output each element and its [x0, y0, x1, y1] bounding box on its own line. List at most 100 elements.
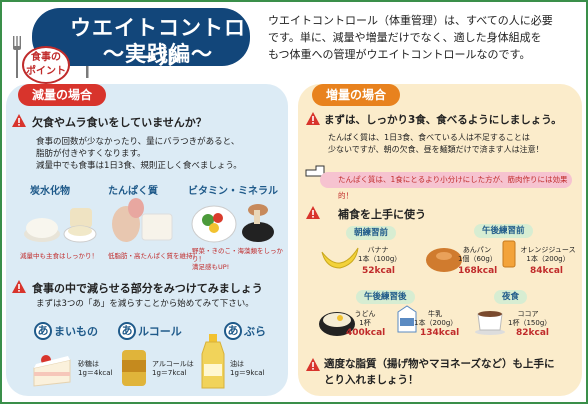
warning-icon [306, 206, 320, 219]
intro-text: ウエイトコントロール（体重管理）は、すべての人に必要 です。単に、減量や増量だけ… [268, 12, 580, 63]
title-banner: ウエイトコントロール 〜実践編〜 [32, 8, 250, 70]
food-line: うどん [354, 310, 376, 318]
protein-tip-box: たんぱく質は、1食にとるより小分けにした方が、筋肉作りには効果的！ [320, 172, 572, 200]
warning-icon [306, 358, 320, 371]
oil-bottle-image [201, 334, 225, 389]
before-afternoon-tag: 午後練習前 [474, 224, 533, 238]
food-line: オレンジジュース [520, 246, 576, 254]
meal-point-badge: 食事の ポイント [22, 46, 70, 84]
text-line: 減量中でも食事は1日3食、規則正しく食べましょう。 [36, 161, 242, 171]
food-line: 1本（100g） [358, 255, 402, 263]
oil-label: ぶら [244, 325, 266, 338]
intro-line-1: ウエイトコントロール（体重管理）は、すべての人に必要 [268, 14, 553, 27]
category-carbohydrate: 炭水化物 [30, 186, 70, 197]
milk-carton-image [397, 305, 417, 333]
vegetable-foods-image [191, 204, 274, 243]
carbohydrate-note: 減量中も主食はしっかり！ [20, 252, 98, 260]
food-line: バナナ [367, 246, 389, 254]
banana-image [321, 247, 359, 269]
text-line: 食事の回数が少なかったり、量にバラつきがあると、 [36, 137, 240, 147]
a-char-sweets: あ [34, 322, 52, 340]
cocoa-name: ココア 1杯（150g） [508, 310, 552, 328]
food-line: 1本（200g） [414, 319, 458, 327]
reduce-parts-heading: 食事の中で減らせる部分をみつけてみましょう [32, 282, 263, 295]
banana-kcal: 52kcal [362, 266, 396, 276]
text-line: 脂肪が付きやすくなります。 [36, 149, 146, 159]
cocoa-kcal: 82kcal [516, 328, 550, 338]
milk-kcal: 134kcal [420, 328, 460, 338]
page-title: ウエイトコントロール [70, 16, 246, 70]
sugar-kcal-note: 砂糖は 1g＝4kcal [78, 360, 113, 378]
food-line: 1杯 [359, 319, 371, 327]
vegetable-note: 野菜・きのこ・海藻類をしっかり！ 満足感もUP! [192, 247, 288, 271]
food-line: 1杯（150g） [508, 319, 552, 327]
juice-name: オレンジジュース 1本（200g） [516, 246, 580, 264]
snack-heading: 補食を上手に使う [338, 208, 426, 221]
anpan-name: あんパン 1個（60g） [458, 246, 497, 264]
before-morning-tag: 朝練習前 [346, 226, 397, 240]
note-line: アルコールは [152, 360, 194, 368]
badge-line1: 食事の [31, 52, 61, 63]
protein-foods-image [112, 198, 173, 242]
reduce-parts-text: まずは3つの「あ」を減らすことから始めてみて下さい。 [36, 299, 254, 309]
badge-line2: ポイント [26, 66, 66, 77]
anpan-image [426, 248, 462, 272]
udon-kcal: 400kcal [346, 328, 386, 338]
food-line: 1個（60g） [458, 255, 497, 263]
page-subtitle: 〜実践編〜 [103, 42, 213, 66]
category-protein: たんぱく質 [108, 186, 158, 197]
food-line: ココア [517, 310, 539, 318]
note-line: 野菜・きのこ・海藻類をしっかり！ [192, 247, 283, 263]
cake-image [33, 355, 71, 387]
carbohydrate-foods-image [24, 208, 97, 243]
three-meals-heading: まずは、しっかり3食、食べるようにしましょう。 [324, 114, 562, 126]
weight-loss-panel: 減量の場合 欠食やムラ食いをしていませんか？ 食事の回数が少なかったり、量にバラ… [6, 84, 288, 396]
pointing-hand-icon [305, 165, 325, 177]
warning-icon [12, 114, 26, 127]
milk-name: 牛乳 1本（200g） [414, 310, 458, 328]
intro-line-2: です。単に、減量や増量だけでなく、適した身体組成を [268, 31, 542, 44]
heading-line: 適度な脂質（揚げ物やマヨネーズなど）も上手に [324, 358, 555, 370]
a-char-oil: あ [224, 322, 242, 340]
cocoa-cup-image [475, 311, 505, 335]
warning-icon [306, 112, 320, 125]
note-line: 油は [230, 360, 244, 368]
udon-image [319, 312, 355, 336]
food-line: 1本（200g） [526, 255, 570, 263]
beer-can-image [122, 350, 146, 386]
note-line: 砂糖は [78, 360, 99, 368]
note-line: 1g＝7kcal [152, 369, 187, 377]
fat-intake-heading: 適度な脂質（揚げ物やマヨネーズなど）も上手に とり入れましょう！ [324, 356, 554, 388]
note-line: 1g＝4kcal [78, 369, 113, 377]
warning-icon [12, 280, 26, 293]
three-meals-text: たんぱく質は、1日3食、食べている人は不足することは 少ないですが、朝の欠食、昼… [328, 132, 544, 156]
udon-name: うどん 1杯 [352, 310, 378, 328]
note-line: 1g＝9kcal [230, 369, 265, 377]
category-vitamin-mineral: ビタミン・ミネラル [188, 186, 278, 197]
heading-line: とり入れましょう！ [324, 374, 419, 386]
weight-loss-tag: 減量の場合 [18, 84, 107, 106]
weight-gain-tag: 増量の場合 [312, 84, 401, 106]
food-line: あんパン [462, 246, 492, 254]
text-line: たんぱく質は、1日3食、食べている人は不足することは [328, 133, 530, 142]
fork-icon [13, 36, 21, 78]
banana-name: バナナ 1本（100g） [358, 246, 402, 264]
alcohol-kcal-note: アルコールは 1g＝7kcal [152, 360, 194, 378]
text-line: 少ないですが、朝の欠食、昼を麺類だけで済ます人は注意！ [328, 145, 544, 154]
food-line: 牛乳 [428, 310, 442, 318]
protein-note: 低脂肪・高たんぱく質を維持！ [108, 252, 199, 260]
juice-can-image [502, 240, 516, 268]
after-afternoon-tag: 午後練習後 [356, 290, 415, 304]
weight-gain-panel: 増量の場合 まずは、しっかり3食、食べるようにしましょう。 たんぱく質は、1日3… [298, 84, 582, 396]
oil-kcal-note: 油は 1g＝9kcal [230, 360, 265, 378]
night-snack-tag: 夜食 [494, 290, 528, 304]
intro-line-3: もつ体重への管理がウエイトコントロールなのです。 [268, 48, 531, 61]
sweets-label: まいもの [54, 325, 98, 338]
irregular-meals-text: 食事の回数が少なかったり、量にバラつきがあると、 脂肪が付きやすくなります。 減… [36, 136, 242, 172]
anpan-kcal: 168kcal [458, 266, 498, 276]
irregular-meals-heading: 欠食やムラ食いをしていませんか？ [32, 116, 207, 129]
a-char-alcohol: あ [118, 322, 136, 340]
juice-kcal: 84kcal [530, 266, 564, 276]
alcohol-label: ルコール [138, 325, 182, 338]
note-line: 満足感もUP! [192, 263, 230, 271]
